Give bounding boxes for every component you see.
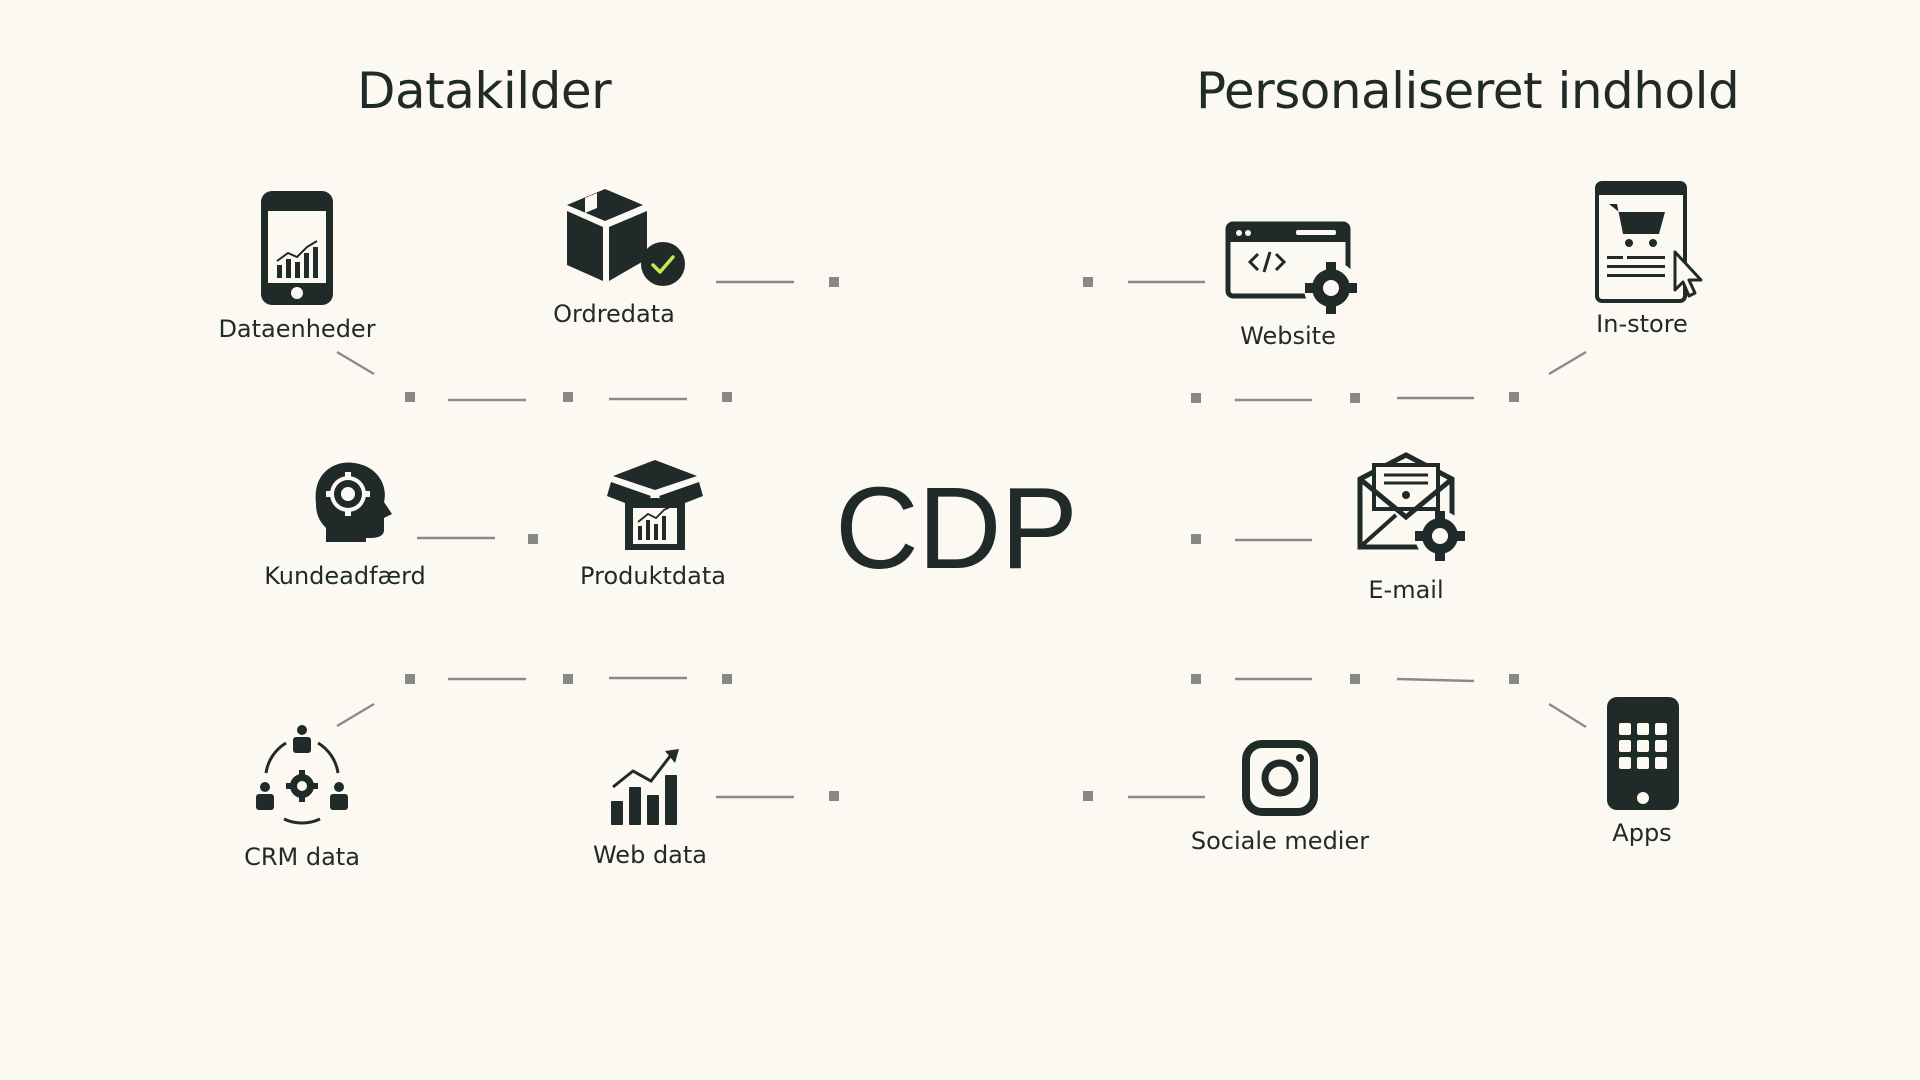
- head-gear-icon: [315, 462, 392, 542]
- connector-dot: [1350, 393, 1360, 403]
- connector-line: [336, 350, 375, 376]
- output-heading: Personaliseret indhold: [1196, 62, 1740, 120]
- cdp-center-label: CDP: [835, 463, 1078, 593]
- box-chart-icon: [607, 460, 703, 550]
- connector-dot: [405, 392, 415, 402]
- connector-dot: [1350, 674, 1360, 684]
- phone-chart-icon: [261, 191, 333, 305]
- browser-code-gear-icon: [1225, 221, 1358, 315]
- connector-dot: [722, 392, 732, 402]
- connector-dot: [1083, 791, 1093, 801]
- connector-line: [336, 702, 375, 728]
- source-label-dataenheder: Dataenheder: [218, 315, 376, 343]
- source-heading: Datakilder: [357, 62, 612, 120]
- source-label-kundeadfaerd: Kundeadfærd: [264, 562, 426, 590]
- connector-line: [1548, 350, 1587, 376]
- source-label-ordredata: Ordredata: [553, 300, 675, 328]
- connector-dot: [1191, 674, 1201, 684]
- envelope-gear-icon: [1357, 452, 1465, 561]
- source-label-crm-data: CRM data: [244, 843, 360, 871]
- connector-dot: [1509, 392, 1519, 402]
- connector-dot: [528, 534, 538, 544]
- package-check-icon: [567, 189, 685, 286]
- connector-dot: [563, 674, 573, 684]
- connector-dot: [829, 277, 839, 287]
- instagram-icon: [1242, 740, 1318, 816]
- channel-label-website: Website: [1240, 322, 1336, 350]
- connectors: [336, 277, 1587, 801]
- connector-dot: [405, 674, 415, 684]
- connector-line: [1548, 702, 1587, 729]
- connector-line: [1396, 677, 1475, 683]
- source-label-produktdata: Produktdata: [580, 562, 726, 590]
- connector-dot: [1509, 674, 1519, 684]
- bar-chart-icon: [611, 749, 679, 825]
- channel-label-apps: Apps: [1612, 819, 1672, 847]
- connector-dot: [722, 674, 732, 684]
- connector-dot: [1083, 277, 1093, 287]
- cart-screen-icon: [1595, 181, 1703, 303]
- connector-dot: [829, 791, 839, 801]
- channel-label-in-store: In-store: [1596, 310, 1688, 338]
- connector-dot: [1191, 393, 1201, 403]
- channel-label-e-mail: E-mail: [1368, 576, 1444, 604]
- connector-dot: [1191, 534, 1201, 544]
- phone-apps-icon: [1607, 697, 1679, 810]
- people-network-icon: [256, 725, 348, 825]
- connector-dot: [563, 392, 573, 402]
- channel-label-sociale-medier: Sociale medier: [1190, 827, 1370, 855]
- source-label-web-data: Web data: [592, 841, 707, 869]
